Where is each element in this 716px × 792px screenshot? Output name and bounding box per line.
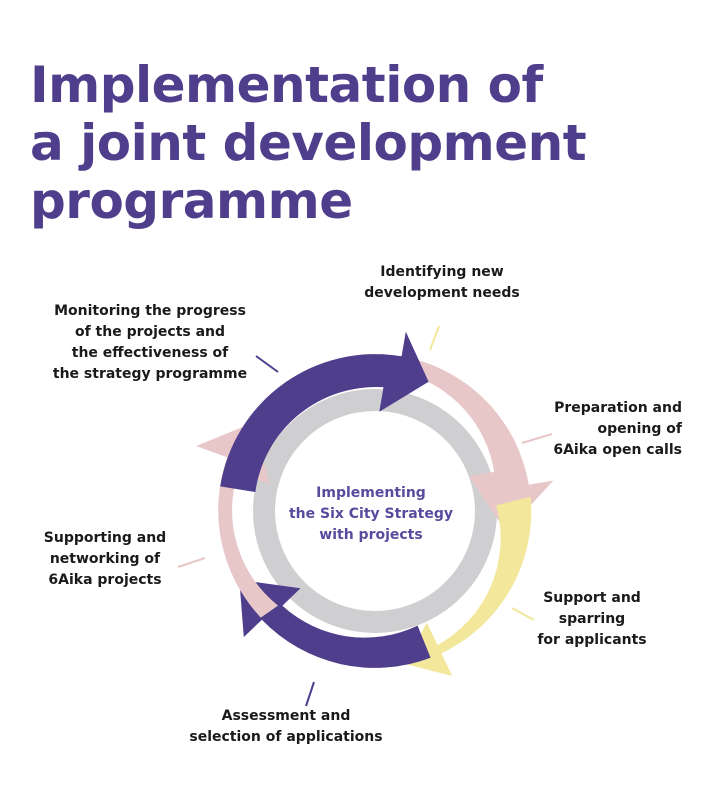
step-label-line: the strategy programme bbox=[52, 366, 248, 382]
arrow-purple-top bbox=[220, 331, 429, 493]
step-label-line: Assessment and bbox=[221, 708, 351, 724]
center-label-line: Implementing bbox=[316, 485, 426, 501]
connector-line-monitoring bbox=[255, 355, 279, 373]
step-label-monitoring: Monitoring the progress of the projects … bbox=[36, 301, 264, 385]
arrow-pink-top-right bbox=[404, 358, 554, 532]
inner-ring bbox=[253, 389, 497, 633]
step-label-line: Preparation and bbox=[554, 400, 682, 416]
step-label-line: 6Aika open calls bbox=[553, 442, 682, 458]
step-label-supporting: Supporting and networking of 6Aika proje… bbox=[30, 528, 180, 591]
step-label-line: 6Aika projects bbox=[48, 572, 162, 588]
step-label-support: Support and sparring for applicants bbox=[522, 588, 662, 651]
step-label-line: networking of bbox=[49, 551, 161, 567]
page-title: Implementation of a joint development pr… bbox=[30, 56, 587, 230]
title-line-1: Implementation of bbox=[30, 56, 543, 114]
connector-line-preparation bbox=[521, 433, 553, 444]
connector-line-assessment bbox=[305, 681, 315, 707]
step-label-line: of the projects and bbox=[74, 324, 226, 340]
connector-line-identifying bbox=[429, 325, 440, 351]
center-label: Implementing the Six City Strategy with … bbox=[281, 483, 461, 546]
step-label-line: Identifying new bbox=[380, 264, 504, 280]
step-label-line: sparring bbox=[558, 611, 626, 627]
step-label-line: for applicants bbox=[537, 632, 647, 648]
center-label-line: the Six City Strategy bbox=[288, 506, 454, 522]
title-line-3: programme bbox=[30, 172, 353, 230]
step-label-line: selection of applications bbox=[189, 729, 383, 745]
step-label-preparation: Preparation and opening of 6Aika open ca… bbox=[512, 398, 682, 461]
arrow-purple-bottom bbox=[239, 579, 431, 668]
step-label-identifying: Identifying new development needs bbox=[342, 262, 542, 304]
step-label-line: opening of bbox=[597, 421, 682, 437]
step-label-line: Monitoring the progress bbox=[54, 303, 246, 319]
connector-line-supporting bbox=[177, 557, 206, 568]
step-label-line: Supporting and bbox=[43, 530, 167, 546]
center-label-line: with projects bbox=[319, 527, 423, 543]
step-label-line: Support and bbox=[543, 590, 641, 606]
step-label-line: development needs bbox=[364, 285, 520, 301]
step-label-line: the effectiveness of bbox=[71, 345, 229, 361]
step-label-assessment: Assessment and selection of applications bbox=[166, 706, 406, 748]
title-line-2: a joint development bbox=[30, 114, 587, 172]
connector-line-support bbox=[511, 607, 535, 621]
